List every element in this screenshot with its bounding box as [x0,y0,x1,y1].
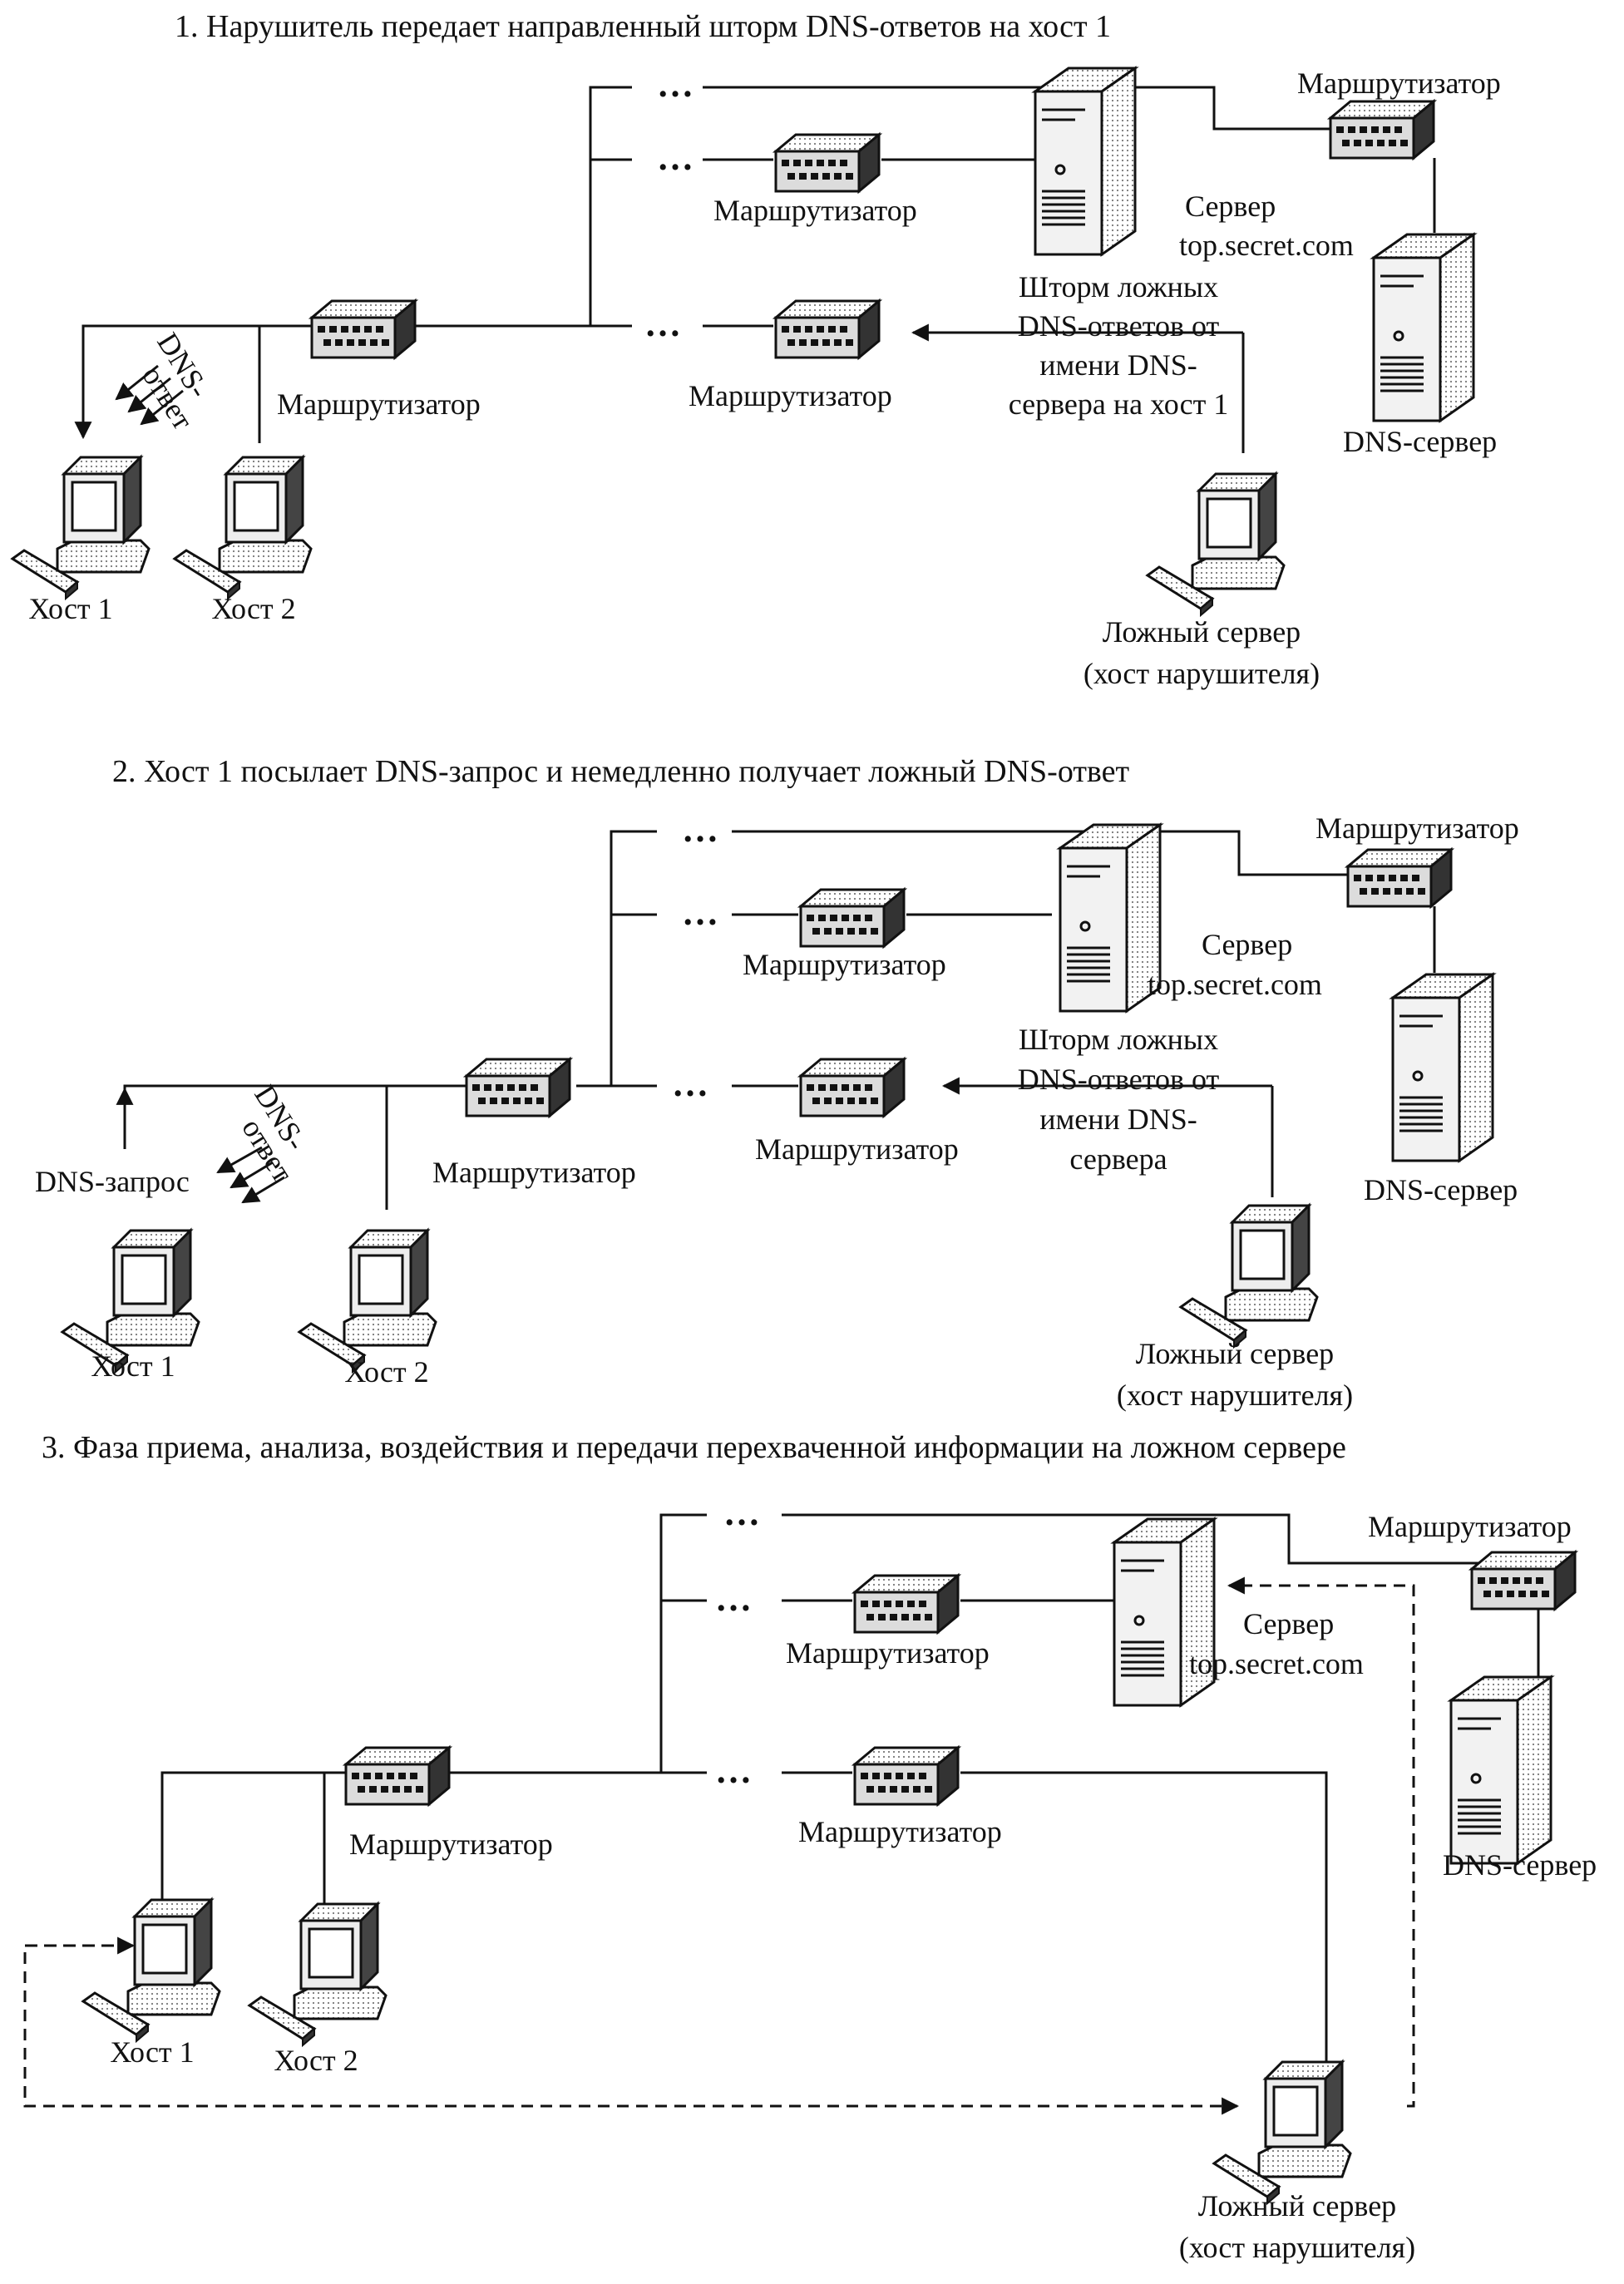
host-1-computer-icon [81,1898,221,2043]
ellipsis: … [657,64,698,105]
panel-caption: 3. Фаза приема, анализа, воздействия и п… [42,1430,1346,1465]
fake-server-label: Ложный сервер [1103,615,1301,649]
storm-label-line: имени DNS- [1039,1103,1197,1136]
dns-request-label: DNS-запрос [35,1165,190,1198]
router-icon [310,299,417,359]
router-label: Маршрутизатор [432,1156,636,1189]
storm-label-line: имени DNS- [1039,348,1197,382]
router-label: Маршрутизатор [1315,811,1519,845]
router-label: Маршрутизатор [713,194,917,227]
ellipsis: … [644,303,686,344]
panel-caption: 1. Нарушитель передает направленный штор… [175,9,1111,44]
panel-3: 3. Фаза приема, анализа, воздействия и п… [23,1430,1597,2264]
host-1-label: Хост 1 [28,592,112,625]
router-label: Маршрутизатор [689,379,892,412]
dns-server-icon [1391,973,1494,1162]
dns-server-label: DNS-сервер [1443,1848,1597,1882]
router-label: Маршрутизатор [1297,67,1501,100]
storm-label-line: DNS-ответов от [1018,1063,1220,1096]
ellipsis: … [657,137,698,178]
web-server-icon [1059,823,1162,1013]
attacker-computer-icon [1146,472,1286,617]
server-label: Сервер [1185,190,1276,223]
router-label: Маршрутизатор [786,1636,990,1670]
server-domain: top.secret.com [1189,1647,1364,1680]
router-icon [1470,1551,1577,1611]
ellipsis: … [682,892,723,933]
router-icon [465,1058,571,1117]
storm-label-line: Шторм ложных [1019,270,1218,303]
ellipsis: … [715,1750,757,1791]
router-label: Маршрутизатор [743,948,946,981]
router-icon [1346,848,1453,908]
web-server-icon [1034,67,1137,256]
server-domain: top.secret.com [1148,968,1322,1001]
storm-label-line: Шторм ложных [1019,1023,1218,1056]
dns-server-label: DNS-сервер [1343,425,1497,458]
router-icon [774,133,881,193]
panel-2: 2. Хост 1 посылает DNS-запрос и немедлен… [35,754,1519,1412]
dns-server-icon [1449,1675,1552,1865]
router-label: Маршрутизатор [277,387,481,421]
host-1-label: Хост 1 [110,2035,194,2069]
host-2-computer-icon [248,1902,387,2047]
router-icon [1329,100,1435,160]
router-label: Маршрутизатор [755,1132,959,1166]
router-icon [799,1058,906,1117]
host-2-label: Хост 2 [344,1355,428,1389]
attacker-computer-icon [1179,1204,1319,1349]
ellipsis: … [672,1063,713,1104]
fake-server-label: (хост нарушителя) [1117,1379,1353,1412]
host-2-label: Хост 2 [274,2044,358,2077]
host-2-computer-icon [173,456,313,600]
storm-label-line: сервера на хост 1 [1009,387,1229,421]
ellipsis: … [723,1492,765,1533]
fake-server-label: (хост нарушителя) [1179,2231,1415,2264]
host-2-computer-icon [298,1229,437,1374]
router-icon [853,1574,960,1634]
ellipsis: … [682,809,723,850]
panel-1: 1. Нарушитель передает направленный штор… [11,9,1501,690]
host-1-label: Хост 1 [91,1349,175,1383]
router-icon [344,1746,451,1806]
attacker-computer-icon [1212,2060,1352,2205]
router-icon [853,1746,960,1806]
server-label: Сервер [1243,1607,1334,1640]
router-icon [799,888,906,948]
storm-label-line: DNS-ответов от [1018,309,1220,343]
ellipsis: … [715,1578,757,1619]
storm-label-line: сервера [1069,1142,1167,1176]
dns-server-label: DNS-сервер [1364,1173,1518,1206]
server-domain: top.secret.com [1179,229,1354,262]
panel-caption: 2. Хост 1 посылает DNS-запрос и немедлен… [112,754,1130,789]
router-label: Маршрутизатор [1368,1510,1572,1543]
host-1-computer-icon [11,456,151,600]
dns-server-icon [1372,233,1475,422]
fake-server-label: (хост нарушителя) [1083,657,1320,690]
router-label: Маршрутизатор [798,1815,1002,1848]
router-label: Маршрутизатор [349,1828,553,1861]
fake-server-label: Ложный сервер [1198,2189,1396,2222]
fake-server-label: Ложный сервер [1136,1337,1334,1370]
server-label: Сервер [1202,928,1292,961]
host-2-label: Хост 2 [211,592,295,625]
router-icon [774,299,881,359]
